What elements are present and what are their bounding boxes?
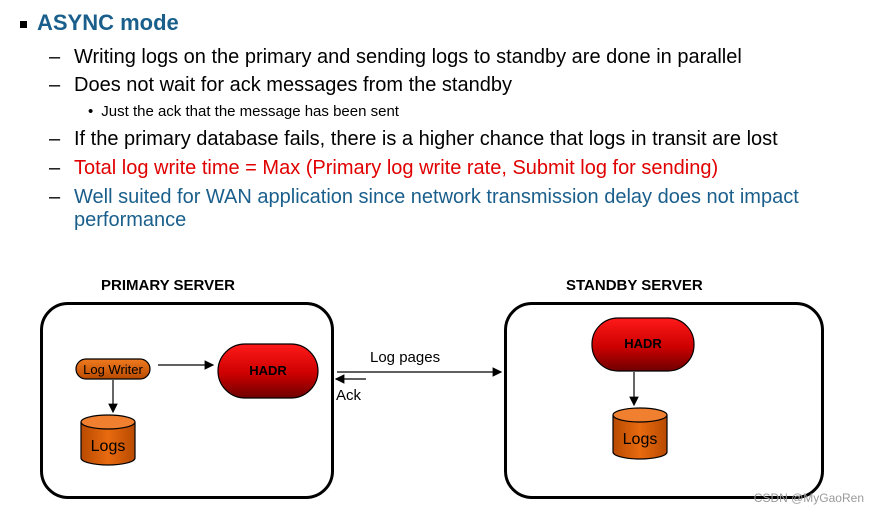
- dash-icon: –: [49, 74, 61, 96]
- sub-bullet: • Just the ack that the message has been …: [88, 103, 399, 120]
- primary-server-box: [40, 302, 334, 499]
- primary-hadr-node: HADR: [217, 343, 319, 399]
- bullet-text-line1: Well suited for WAN application since ne…: [74, 186, 799, 208]
- bullet-text-line2: performance: [74, 209, 187, 231]
- dash-icon: –: [49, 46, 61, 68]
- dash-icon: –: [49, 186, 61, 208]
- sub-bullet-text: Just the ack that the message has been s…: [101, 103, 399, 120]
- bullet-text: Does not wait for ack messages from the …: [74, 74, 512, 96]
- bullet-text: If the primary database fails, there is …: [74, 128, 778, 150]
- dash-icon: –: [49, 128, 61, 150]
- standby-logs-label: Logs: [623, 431, 658, 448]
- dot-icon: •: [88, 103, 94, 120]
- primary-server-label: PRIMARY SERVER: [101, 277, 235, 294]
- ack-label: Ack: [336, 387, 362, 404]
- log-writer-node: Log Writer: [75, 358, 151, 380]
- bullet-text: Writing logs on the primary and sending …: [74, 46, 742, 68]
- primary-hadr-label: HADR: [249, 363, 287, 378]
- log-pages-label: Log pages: [370, 349, 440, 366]
- primary-logs-label: Logs: [91, 438, 126, 455]
- standby-logs-cylinder: Logs: [612, 407, 668, 460]
- square-bullet-icon: [20, 20, 27, 28]
- standby-server-box: [504, 302, 824, 499]
- heading-text: ASYNC mode: [37, 10, 179, 35]
- bullet-text: Total log write time = Max (Primary log …: [74, 157, 719, 179]
- standby-server-label: STANDBY SERVER: [566, 277, 703, 294]
- watermark: CSDN @MyGaoRen: [753, 491, 864, 505]
- dash-icon: –: [49, 157, 61, 179]
- standby-hadr-label: HADR: [624, 336, 662, 351]
- standby-hadr-node: HADR: [591, 317, 695, 372]
- primary-logs-cylinder: Logs: [80, 414, 136, 466]
- log-writer-label: Log Writer: [83, 362, 143, 377]
- slide-heading: ASYNC mode: [20, 10, 179, 36]
